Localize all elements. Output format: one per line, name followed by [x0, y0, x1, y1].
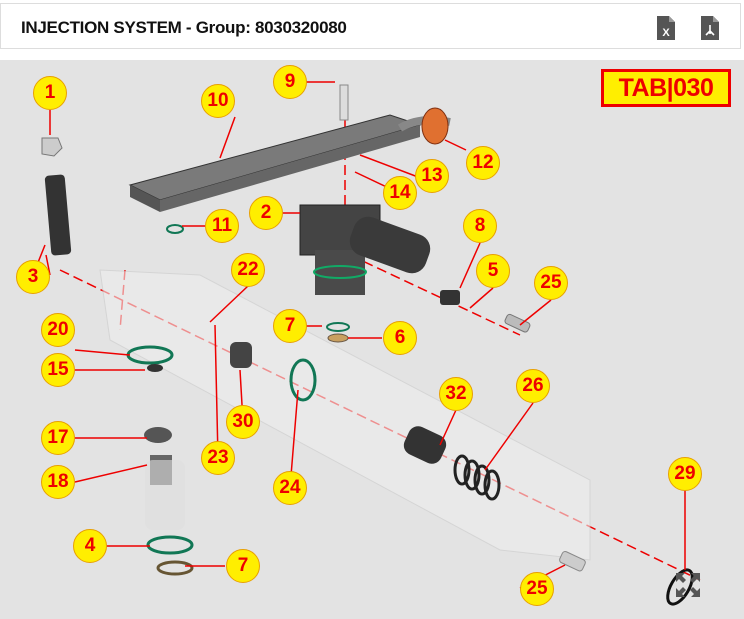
- page-title: INJECTION SYSTEM - Group: 8030320080: [21, 18, 347, 37]
- callout-8[interactable]: 8: [463, 209, 497, 243]
- callout-7b[interactable]: 7: [226, 549, 260, 583]
- callout-6[interactable]: 6: [383, 321, 417, 355]
- header-bar: INJECTION SYSTEM - Group: 8030320080 X: [0, 3, 741, 49]
- callout-22[interactable]: 22: [231, 253, 265, 287]
- callout-17[interactable]: 17: [41, 421, 75, 455]
- callout-30[interactable]: 30: [226, 405, 260, 439]
- callout-4[interactable]: 4: [73, 529, 107, 563]
- callout-25[interactable]: 25: [534, 266, 568, 300]
- svg-text:X: X: [662, 27, 670, 39]
- callout-15[interactable]: 15: [41, 353, 75, 387]
- callout-1[interactable]: 1: [33, 76, 67, 110]
- callout-26[interactable]: 26: [516, 369, 550, 403]
- callout-24[interactable]: 24: [273, 471, 307, 505]
- callout-9[interactable]: 9: [273, 65, 307, 99]
- callout-20[interactable]: 20: [41, 313, 75, 347]
- pdf-export-icon[interactable]: [701, 16, 719, 40]
- callout-32[interactable]: 32: [439, 377, 473, 411]
- callout-14[interactable]: 14: [383, 176, 417, 210]
- excel-export-icon[interactable]: X: [657, 16, 675, 40]
- callout-12[interactable]: 12: [466, 146, 500, 180]
- callout-5[interactable]: 5: [476, 254, 510, 288]
- tab-number-badge: TAB|030: [601, 69, 731, 107]
- callout-18[interactable]: 18: [41, 465, 75, 499]
- callout-10[interactable]: 10: [201, 84, 235, 118]
- fullscreen-expand-icon[interactable]: [675, 572, 701, 598]
- exploded-parts-diagram: TAB|030 1 10 9 12 13 14 2 11 8 3 22 5 25…: [0, 60, 744, 619]
- callout-13[interactable]: 13: [415, 159, 449, 193]
- callout-29[interactable]: 29: [668, 457, 702, 491]
- callout-2[interactable]: 2: [249, 196, 283, 230]
- callout-11[interactable]: 11: [205, 209, 239, 243]
- parts-drawing: [32, 81, 701, 606]
- callout-23[interactable]: 23: [201, 441, 235, 475]
- callout-25b[interactable]: 25: [520, 572, 554, 606]
- callout-7[interactable]: 7: [273, 309, 307, 343]
- callout-3[interactable]: 3: [16, 260, 50, 294]
